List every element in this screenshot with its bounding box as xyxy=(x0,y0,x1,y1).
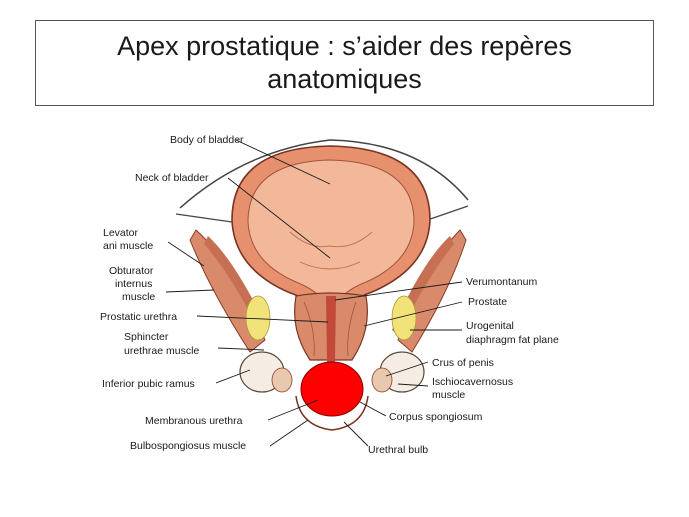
label-obturator-1: Obturator xyxy=(109,265,154,277)
leader-verumontanum xyxy=(334,281,463,301)
label-levator-2: ani muscle xyxy=(103,240,153,252)
leader-urethral-bulb xyxy=(343,421,369,447)
fat-plane-right xyxy=(391,295,417,341)
leader-corpus xyxy=(359,401,387,417)
prostatic-urethra-shape xyxy=(326,296,336,362)
label-obturator-3: muscle xyxy=(122,291,155,303)
prostate-fibers xyxy=(303,301,357,357)
highlight-circle xyxy=(300,361,364,417)
leader-prostatic-urethra xyxy=(196,315,329,323)
label-obturator-2: internus xyxy=(115,278,152,290)
label-inferior-pubic-ramus: Inferior pubic ramus xyxy=(102,378,195,390)
label-prostatic-urethra: Prostatic urethra xyxy=(100,311,177,323)
crus-right xyxy=(371,367,393,393)
label-neck-of-bladder: Neck of bladder xyxy=(135,172,209,184)
label-levator-1: Levator xyxy=(103,227,139,239)
leader-bulbospongiosus xyxy=(269,419,309,447)
label-urogenital-1: Urogenital xyxy=(466,320,514,332)
leader-sphincter xyxy=(217,347,265,351)
label-prostate: Prostate xyxy=(468,296,507,308)
pelvic-fascia-line xyxy=(179,139,469,209)
leader-crus xyxy=(385,361,429,377)
label-sphincter-1: Sphincter xyxy=(124,331,169,343)
leader-obturator xyxy=(165,289,215,293)
leader-neck-of-bladder xyxy=(227,177,331,259)
label-bulbospongiosus: Bulbospongiosus muscle xyxy=(130,440,246,452)
neck-fold xyxy=(299,261,361,270)
leader-levator xyxy=(167,241,205,267)
crus-left xyxy=(271,367,293,393)
leader-prostate xyxy=(363,301,463,327)
leader-ischio xyxy=(397,383,429,387)
label-sphincter-2: urethrae muscle xyxy=(124,345,199,357)
bulbospongiosus-outline xyxy=(295,395,369,431)
bladder-lumen xyxy=(247,159,415,301)
label-verumontanum: Verumontanum xyxy=(466,276,537,288)
label-urogenital-2: diaphragm fat plane xyxy=(466,334,559,346)
leader-body-of-bladder xyxy=(235,139,331,185)
title-box: Apex prostatique : s’aider des repères a… xyxy=(35,20,654,106)
label-ischio-1: Ischiocavernosus xyxy=(432,376,513,388)
trigone-fold xyxy=(289,231,373,248)
label-corpus-spongiosum: Corpus spongiosum xyxy=(389,411,483,423)
label-body-of-bladder: Body of bladder xyxy=(170,134,244,146)
label-crus-of-penis: Crus of penis xyxy=(432,357,494,369)
slide-title: Apex prostatique : s’aider des repères a… xyxy=(117,31,572,94)
label-ischio-2: muscle xyxy=(432,389,465,401)
leader-lines xyxy=(165,139,463,447)
label-membranous-urethra: Membranous urethra xyxy=(145,415,243,427)
leader-pubic-ramus xyxy=(215,369,251,384)
leader-membranous-urethra xyxy=(267,399,319,421)
label-urethral-bulb: Urethral bulb xyxy=(368,444,428,456)
